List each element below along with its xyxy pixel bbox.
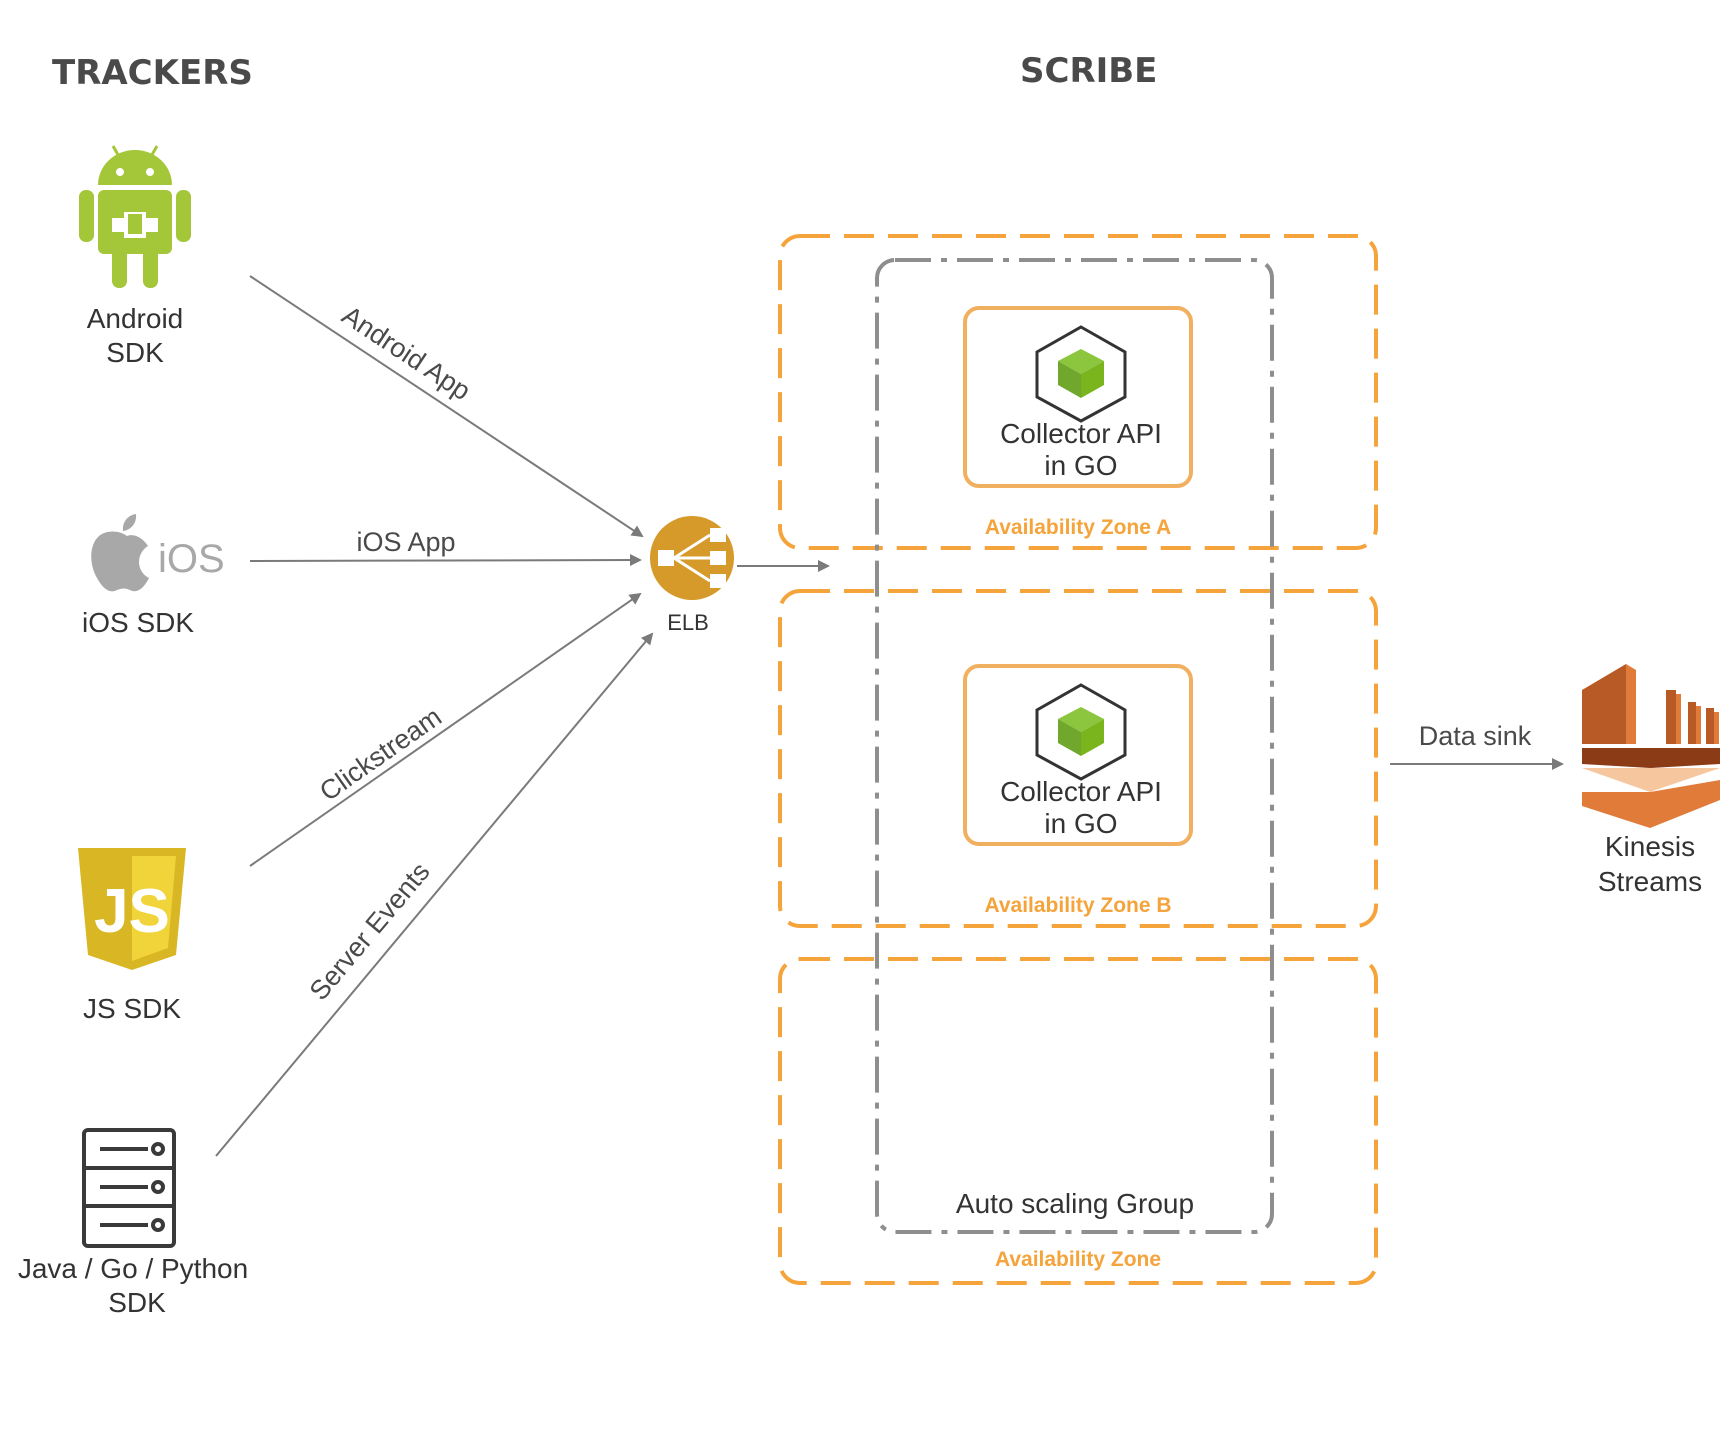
elb-label: ELB <box>667 610 709 635</box>
javascript-icon: JS <box>78 848 186 970</box>
collector-a-label-line2: in GO <box>1044 450 1117 481</box>
server-icon <box>82 1128 176 1248</box>
collector-b-label-line2: in GO <box>1044 808 1117 839</box>
trackers-title: TRACKERS <box>52 53 253 93</box>
auto-scaling-group-label: Auto scaling Group <box>956 1188 1194 1219</box>
edge-label-ios-app: iOS App <box>356 527 455 557</box>
kinesis-label-line2: Streams <box>1598 866 1702 897</box>
collector-b-label-line1: Collector API <box>1000 776 1162 807</box>
availability-zone-a <box>778 234 1378 550</box>
kinesis-label-line1: Kinesis <box>1605 831 1695 862</box>
cube-icon <box>1035 325 1127 423</box>
availability-zone-b <box>778 589 1378 928</box>
load-balancer-icon <box>650 516 734 600</box>
edge-android-elb <box>249 275 644 538</box>
apple-icon: iOS <box>91 514 225 592</box>
cube-icon <box>1035 683 1127 781</box>
availability-zone-c <box>778 957 1378 1285</box>
edge-label-data-sink: Data sink <box>1419 721 1532 751</box>
edge-label-android-app: Android App <box>337 300 476 406</box>
edge-label-server-events: Server Events <box>304 857 436 1006</box>
js-sdk-label: JS SDK <box>83 993 181 1024</box>
scribe-title: SCRIBE <box>1020 51 1157 91</box>
ios-sdk-label: iOS SDK <box>82 607 194 638</box>
zone-b-label: Availability Zone B <box>984 894 1171 917</box>
kinesis-icon <box>1582 664 1720 828</box>
ios-icon-text: iOS <box>158 537 225 581</box>
zone-a-label: Availability Zone A <box>985 516 1171 539</box>
android-sdk-label-line2: SDK <box>106 337 164 368</box>
android-icon <box>79 145 191 288</box>
server-sdk-label-line1: Java / Go / Python <box>18 1253 248 1284</box>
edge-js-elb <box>249 592 642 867</box>
js-icon-text: JS <box>94 877 170 946</box>
server-sdk-label-line2: SDK <box>108 1287 166 1318</box>
auto-scaling-group <box>875 258 1274 1234</box>
android-sdk-label-line1: Android <box>87 303 184 334</box>
edge-label-clickstream: Clickstream <box>314 701 447 806</box>
edge-server-elb <box>215 632 654 1157</box>
zone-c-label: Availability Zone <box>995 1248 1161 1271</box>
edge-ios-elb <box>249 554 642 567</box>
collector-a-label-line1: Collector API <box>1000 418 1162 449</box>
